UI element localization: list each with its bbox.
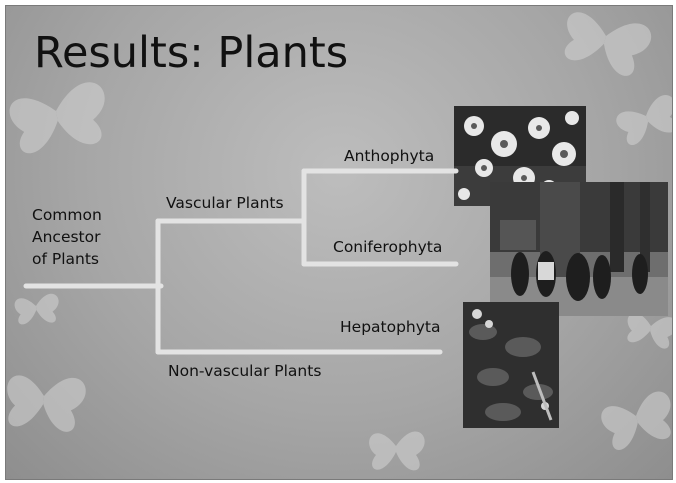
- slide: Results: Plants Common Ancestor of Plant…: [5, 5, 673, 480]
- anthophyta-label: Anthophyta: [344, 147, 434, 165]
- root-label-line: Common: [32, 204, 102, 226]
- root-label: Common Ancestor of Plants: [32, 204, 102, 270]
- nonvascular-plants-label: Non-vascular Plants: [168, 362, 321, 380]
- hepatophyta-label: Hepatophyta: [340, 318, 441, 336]
- coniferophyta-label: Coniferophyta: [333, 238, 442, 256]
- slide-title: Results: Plants: [34, 28, 348, 78]
- vascular-plants-label: Vascular Plants: [166, 194, 284, 212]
- root-label-line: of Plants: [32, 248, 102, 270]
- root-label-line: Ancestor: [32, 226, 102, 248]
